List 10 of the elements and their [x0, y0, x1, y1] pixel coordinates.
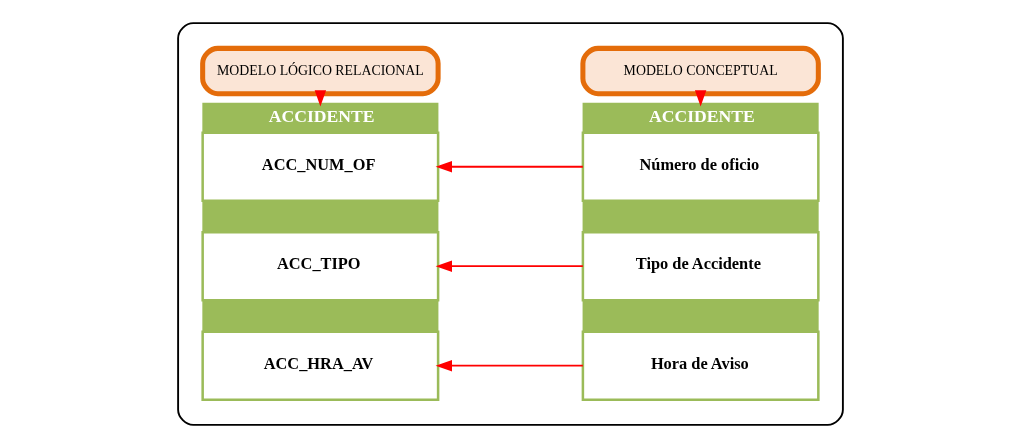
- arrow: [435, 260, 584, 272]
- node-box: ACC_TIPO: [201, 230, 440, 302]
- node-box: Tipo de Accidente: [581, 230, 820, 302]
- node-box: Hora de Aviso: [581, 330, 820, 401]
- arrow: [435, 160, 584, 173]
- node-box: Número de oficio: [581, 131, 820, 202]
- cluster: [177, 22, 844, 426]
- node-box: ACC_NUM_OF: [201, 131, 440, 202]
- node-box: ACC_HRA_AV: [201, 330, 440, 401]
- arrow: [435, 359, 584, 372]
